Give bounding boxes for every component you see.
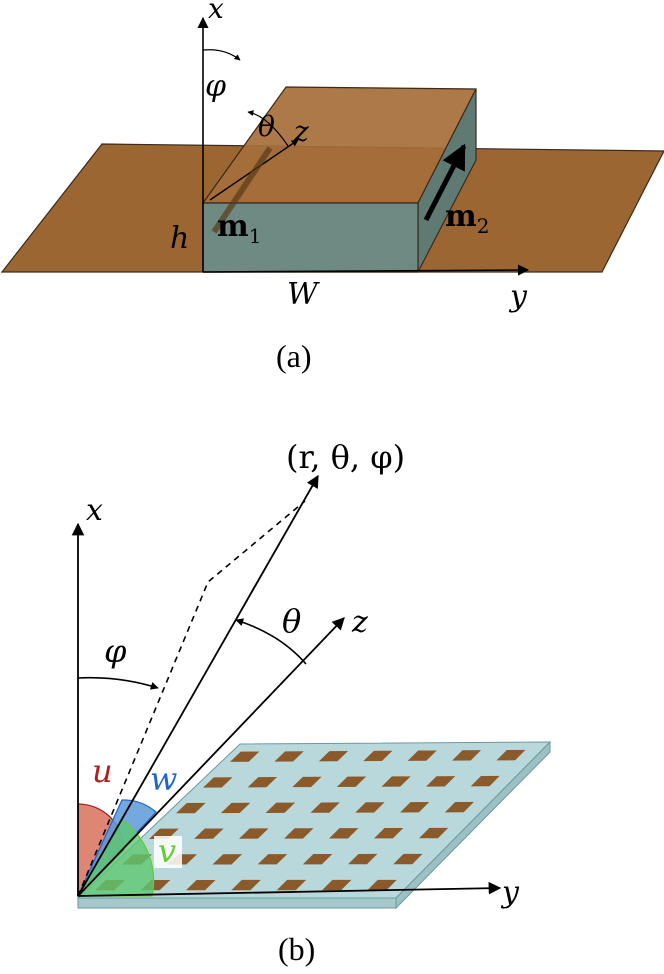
patch-element (444, 801, 474, 813)
height-label: h (170, 221, 189, 256)
phi-label-b: φ (104, 632, 127, 670)
patch-element (367, 879, 397, 891)
projection-line (77, 500, 306, 897)
patch-element (322, 879, 352, 891)
patch-element (400, 802, 430, 813)
patch-element (194, 828, 224, 839)
phi-arc-a (202, 49, 241, 61)
patch-element (247, 777, 278, 788)
patch-element (496, 749, 526, 761)
z-axis-label-b: z (351, 605, 368, 640)
theta-arc-a (247, 110, 289, 147)
moment-m1-label: m1 (217, 209, 261, 248)
phi-label-a: φ (205, 69, 226, 104)
theta-label-b: θ (282, 602, 301, 640)
patch-element (265, 802, 296, 813)
patch-element (393, 853, 423, 865)
x-axis-label-b: x (86, 493, 103, 528)
array-board-edge (395, 740, 551, 910)
patch-element (185, 879, 216, 891)
theta-arc-b (235, 618, 307, 665)
panel-b: (r, θ, φ) x y z φ θ u w v (b) (71, 438, 552, 967)
sector-w-label: w (150, 760, 177, 798)
patch-element (176, 802, 206, 814)
patch-element (274, 751, 304, 762)
patch-element (310, 802, 340, 813)
patch-element (452, 750, 482, 761)
patch-element (284, 828, 314, 839)
patch-element (239, 828, 269, 839)
y-axis-label-a: y (508, 279, 528, 314)
patch-element (374, 827, 404, 839)
point-label: (r, θ, φ) (286, 438, 405, 476)
panel-a: x y z φ θ h W m1 m2 (a) (0, 0, 664, 374)
patch-element (229, 751, 260, 762)
width-label: W (287, 277, 320, 312)
y-axis-label-b: y (500, 875, 520, 910)
patch-element (276, 879, 307, 891)
caption-b: (b) (278, 931, 315, 967)
moment-m2-label: m2 (445, 199, 489, 238)
sector-v-label: v (158, 832, 176, 870)
patch-element (381, 776, 411, 787)
patch-element (220, 802, 251, 814)
patch-element (470, 775, 500, 787)
moment-m2-arrow (423, 143, 467, 222)
patch-element (426, 776, 456, 787)
x-axis-label-a: x (208, 0, 224, 25)
phi-arc-b (77, 676, 159, 690)
patch-element (292, 776, 322, 788)
array-board-side (77, 897, 397, 909)
patch-element (318, 750, 349, 762)
patch-element (302, 853, 333, 865)
patch-element (336, 776, 367, 787)
patch-element (419, 827, 449, 839)
r-vector (77, 474, 319, 897)
y-axis-b (77, 881, 502, 897)
patch-element (348, 853, 378, 865)
z-axis-label-a: z (293, 115, 309, 148)
patch-element (363, 750, 393, 762)
sector-u-label: u (92, 752, 113, 790)
patch-element (329, 828, 359, 839)
patch-element (212, 854, 243, 865)
patch-element (203, 777, 233, 788)
patch-element (407, 750, 437, 761)
sector-v-label-bg (154, 836, 182, 868)
caption-a: (a) (276, 338, 312, 374)
patch-element (257, 854, 288, 865)
y-axis-a (202, 264, 530, 276)
patch-element (231, 879, 261, 891)
z-axis-b (77, 617, 345, 897)
moment-m1-arrow (211, 146, 273, 234)
theta-label-a: θ (258, 110, 275, 143)
patch-element (355, 802, 385, 813)
